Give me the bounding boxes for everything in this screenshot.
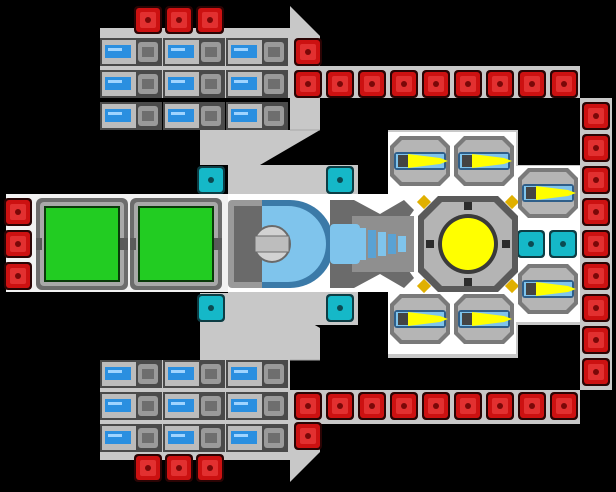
red-armor-block-icon[interactable] [326,392,354,420]
battery-icon[interactable] [100,102,162,130]
red-armor-block-icon[interactable] [582,326,610,354]
red-armor-block-icon[interactable] [422,70,450,98]
battery-icon[interactable] [100,424,162,452]
battery-icon[interactable] [100,392,162,420]
red-armor-block-icon[interactable] [582,198,610,226]
red-armor-block-icon[interactable] [582,262,610,290]
battery-icon[interactable] [100,70,162,98]
red-armor-block-icon[interactable] [196,6,224,34]
battery-icon[interactable] [100,38,162,66]
yellow-barrel-gun-icon[interactable] [518,168,578,218]
battery-icon[interactable] [163,360,225,388]
cyan-connector-icon[interactable] [197,166,225,194]
red-armor-block-icon[interactable] [294,422,322,450]
battery-icon[interactable] [163,70,225,98]
battery-icon[interactable] [163,38,225,66]
battery-icon[interactable] [163,424,225,452]
red-armor-block-icon[interactable] [518,392,546,420]
red-armor-block-icon[interactable] [196,454,224,482]
red-armor-block-icon[interactable] [582,230,610,258]
red-armor-block-icon[interactable] [134,6,162,34]
red-armor-block-icon[interactable] [294,70,322,98]
yellow-barrel-gun-icon[interactable] [390,136,450,186]
thruster-icon[interactable] [330,200,414,288]
red-armor-block-icon[interactable] [358,392,386,420]
battery-icon[interactable] [226,360,288,388]
red-armor-block-icon[interactable] [486,70,514,98]
cargo-containers[interactable] [36,198,222,290]
cyan-connector-icon[interactable] [197,294,225,322]
red-armor-block-icon[interactable] [165,6,193,34]
red-armor-block-icon[interactable] [4,198,32,226]
cyan-connector-icon[interactable] [326,294,354,322]
cyan-connector-icon[interactable] [326,166,354,194]
hull-seams [290,129,320,361]
red-armor-block-icon[interactable] [294,38,322,66]
battery-icon[interactable] [163,392,225,420]
yellow-barrel-gun-icon[interactable] [454,294,514,344]
red-armor-block-icon[interactable] [550,392,578,420]
red-armor-block-icon[interactable] [454,392,482,420]
connectors[interactable] [197,166,577,322]
red-armor-block-icon[interactable] [582,294,610,322]
red-armor-block-icon[interactable] [165,454,193,482]
battery-icon[interactable] [100,360,162,388]
batteries[interactable] [100,38,288,452]
red-armor-block-icon[interactable] [134,454,162,482]
yellow-barrel-gun-icon[interactable] [390,294,450,344]
battery-icon[interactable] [226,38,288,66]
battery-icon[interactable] [226,70,288,98]
green-cargo-container-icon[interactable] [36,198,128,290]
red-armor-block-icon[interactable] [582,358,610,386]
red-armor-block-icon[interactable] [518,70,546,98]
red-armor-block-icon[interactable] [454,70,482,98]
battery-icon[interactable] [226,392,288,420]
yellow-barrel-gun-icon[interactable] [518,264,578,314]
red-armor-block-icon[interactable] [326,70,354,98]
red-armor-block-icon[interactable] [582,166,610,194]
red-armor-block-icon[interactable] [4,262,32,290]
cyan-connector-icon[interactable] [549,230,577,258]
armor-blocks[interactable] [4,6,610,482]
battery-icon[interactable] [226,424,288,452]
red-armor-block-icon[interactable] [422,392,450,420]
red-armor-block-icon[interactable] [4,230,32,258]
red-armor-block-icon[interactable] [390,392,418,420]
green-cargo-container-icon[interactable] [130,198,222,290]
red-armor-block-icon[interactable] [486,392,514,420]
red-armor-block-icon[interactable] [550,70,578,98]
yellow-reactor-core-icon[interactable] [416,194,520,294]
guns[interactable] [390,136,578,344]
yellow-barrel-gun-icon[interactable] [454,136,514,186]
red-armor-block-icon[interactable] [582,134,610,162]
cyan-connector-icon[interactable] [517,230,545,258]
battery-icon[interactable] [226,102,288,130]
red-armor-block-icon[interactable] [582,102,610,130]
red-armor-block-icon[interactable] [358,70,386,98]
red-armor-block-icon[interactable] [390,70,418,98]
cockpit-dome-icon[interactable] [228,200,334,288]
battery-icon[interactable] [163,102,225,130]
red-armor-block-icon[interactable] [294,392,322,420]
